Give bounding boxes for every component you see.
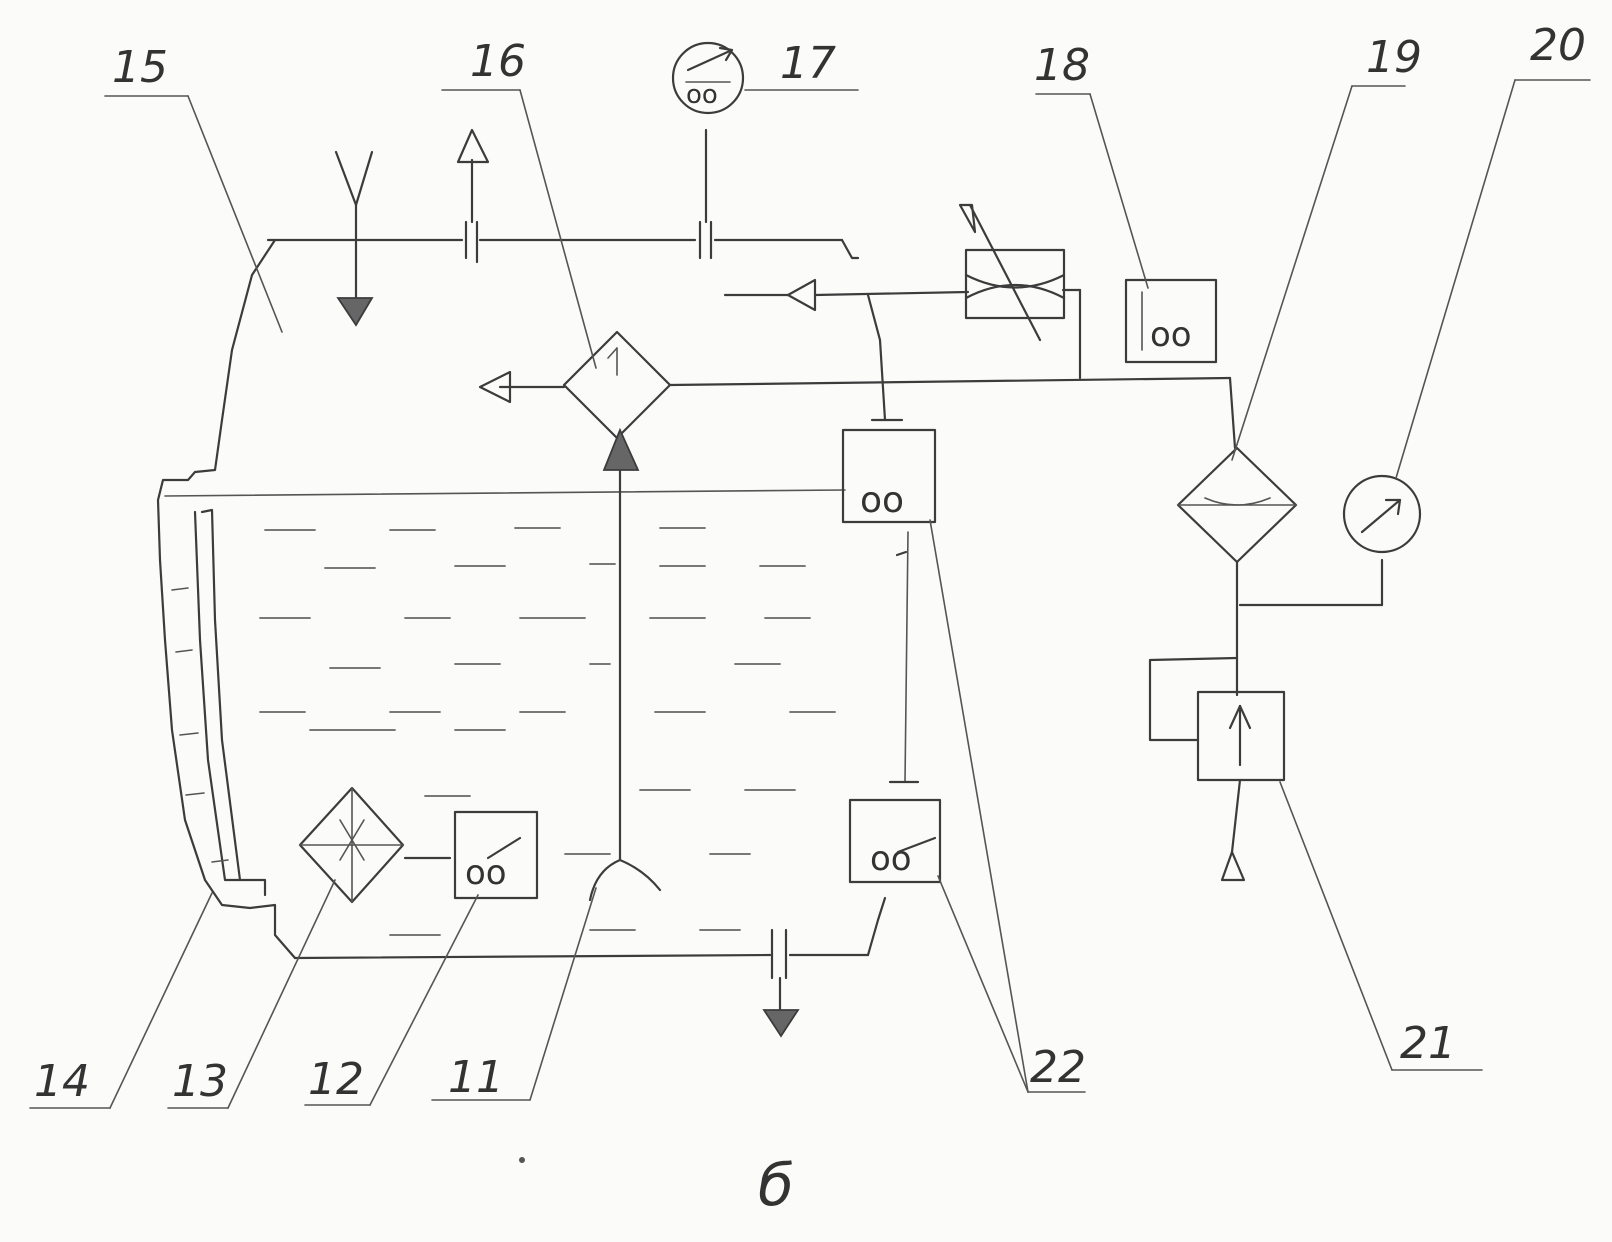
pump-bypass [1150, 658, 1237, 740]
tank-outline [158, 240, 295, 958]
label-15: 15 [112, 42, 168, 93]
figure-caption: б [758, 1151, 794, 1219]
top-pipe [268, 130, 858, 325]
inflow-arrow-icon [338, 298, 372, 325]
bottom-drain [295, 898, 885, 1036]
adjust-arrow-icon [970, 205, 1040, 340]
label-11: 11 [448, 1052, 504, 1103]
pressure-gauge-20 [1344, 476, 1420, 552]
label-19: 19 [1366, 32, 1422, 83]
float-switch-lower-contacts-icon: оо [870, 839, 912, 879]
label-16: 16 [470, 36, 526, 87]
label-20: 20 [1530, 20, 1586, 71]
stray-dot [519, 1157, 525, 1163]
pressure-gauge-circle [1344, 476, 1420, 552]
label-21: 21 [1400, 1018, 1456, 1069]
thermo-switch-12: оо [455, 812, 537, 898]
float-switch-upper-box [843, 430, 935, 522]
filter-19 [1178, 378, 1382, 695]
pressure-switch-circle [673, 43, 743, 113]
drain-out-arrow-icon [764, 1010, 798, 1036]
float-switch-upper: оо [843, 430, 935, 782]
thermo-switch-contacts-icon: оо [465, 853, 507, 893]
label-14: 14 [34, 1056, 90, 1107]
liquid [260, 528, 835, 935]
gauge-needle-icon [1362, 500, 1400, 532]
label-13: 13 [172, 1056, 228, 1107]
thermo-switch-box [455, 812, 537, 898]
float-switch-lower: оо [850, 800, 940, 882]
part-labels: 15 16 17 18 19 20 21 22 11 12 13 14 б [34, 20, 1586, 1219]
suction-intake [590, 860, 660, 900]
liquid-level-line [165, 490, 845, 496]
label-18: 18 [1034, 40, 1090, 91]
label-22: 22 [1030, 1042, 1086, 1093]
pump-inlet-arrow-icon [1222, 852, 1244, 880]
switch-contacts-icon: оо [686, 80, 718, 110]
switch-18-contacts-icon: оо [1150, 315, 1192, 355]
flow-up-arrow-icon [604, 430, 638, 470]
throttle-line [725, 280, 1080, 420]
heat-exchanger-13 [300, 788, 450, 902]
tank [158, 240, 845, 958]
filter-16 [480, 332, 1230, 900]
adjustable-throttle [960, 205, 1064, 340]
float-switch-lower-box [850, 800, 940, 882]
return-arrow-icon [788, 280, 815, 310]
vent-arrow-icon [458, 130, 488, 162]
switch-18: оо [1126, 280, 1216, 362]
filler-funnel-icon [336, 152, 372, 205]
switch-18-box [1126, 280, 1216, 362]
pressure-switch-17: оо [673, 43, 743, 222]
level-gauge [172, 510, 265, 895]
pressure-arrow-icon [688, 48, 732, 70]
label-12: 12 [308, 1054, 364, 1105]
leader-lines [30, 80, 1590, 1108]
float-switch-upper-contacts-icon: оо [860, 480, 904, 521]
pump-21 [1150, 658, 1284, 880]
drain-arrow-icon [480, 372, 510, 402]
label-17: 17 [780, 38, 836, 89]
throttle-body [966, 250, 1064, 318]
